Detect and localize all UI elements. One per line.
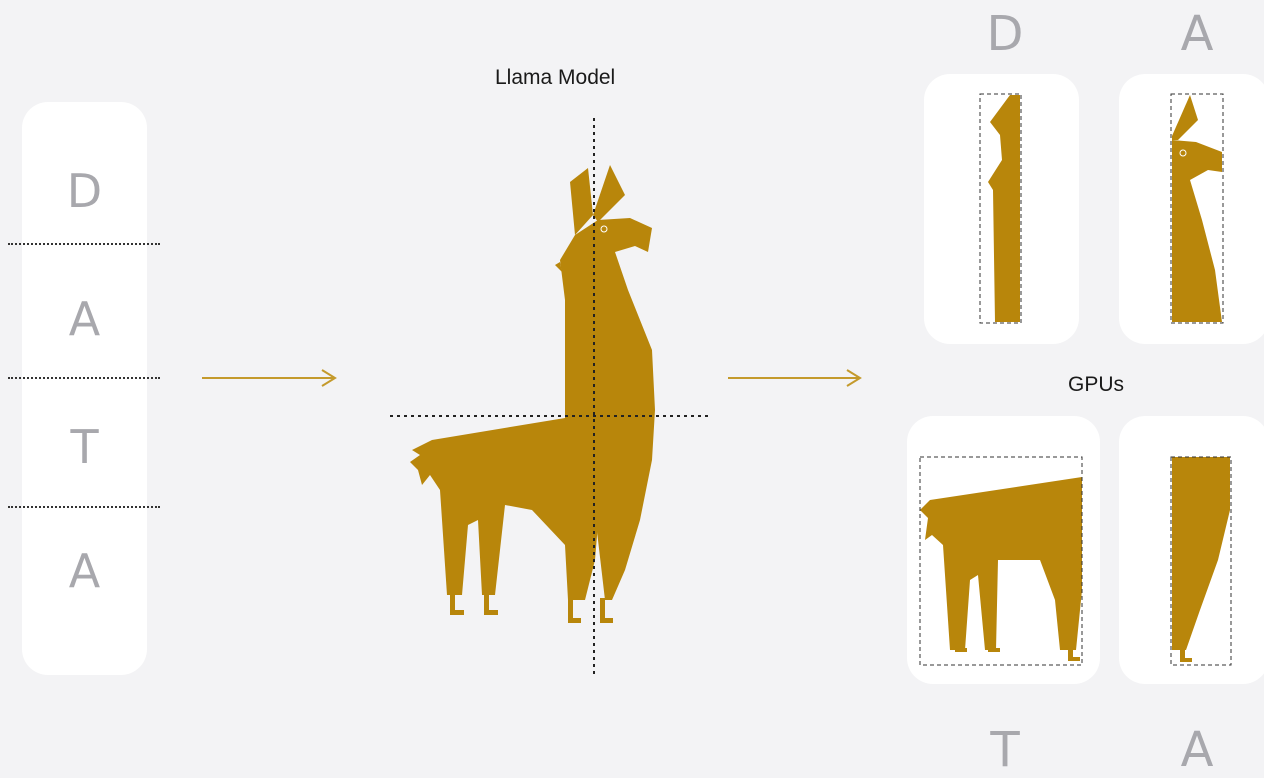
- data-letter-t: T: [70, 420, 99, 474]
- shard-d-frame: [979, 93, 1022, 324]
- gpus-label: GPUs: [1068, 373, 1125, 396]
- shard-d: [988, 95, 1020, 322]
- llama-eye-icon: [600, 225, 608, 233]
- gpu-letter-t: T: [990, 722, 1020, 778]
- shard-a-eye-icon: [1179, 149, 1187, 157]
- data-column: [22, 102, 147, 675]
- gpu-letter-a: A: [1180, 6, 1214, 62]
- data-letter-a-2: A: [68, 544, 101, 598]
- shard-t: [920, 477, 1082, 661]
- data-separator-2: [8, 377, 160, 379]
- gpu-letter-a-2: A: [1180, 722, 1214, 778]
- shard-a-2: [1172, 457, 1230, 662]
- model-title: Llama Model: [495, 66, 616, 89]
- shard-a-2-frame: [1170, 456, 1232, 666]
- shard-t-frame: [919, 456, 1083, 666]
- llama-figure: [410, 165, 655, 623]
- gpu-letter-d: D: [986, 6, 1024, 62]
- arrow-right-icon-2: [728, 369, 862, 387]
- data-separator-3: [8, 506, 160, 508]
- data-letter-d: D: [66, 164, 103, 218]
- arrow-right-icon: [202, 369, 337, 387]
- shard-a: [1172, 95, 1222, 322]
- data-letter-a: A: [68, 292, 101, 346]
- data-separator-1: [8, 243, 160, 245]
